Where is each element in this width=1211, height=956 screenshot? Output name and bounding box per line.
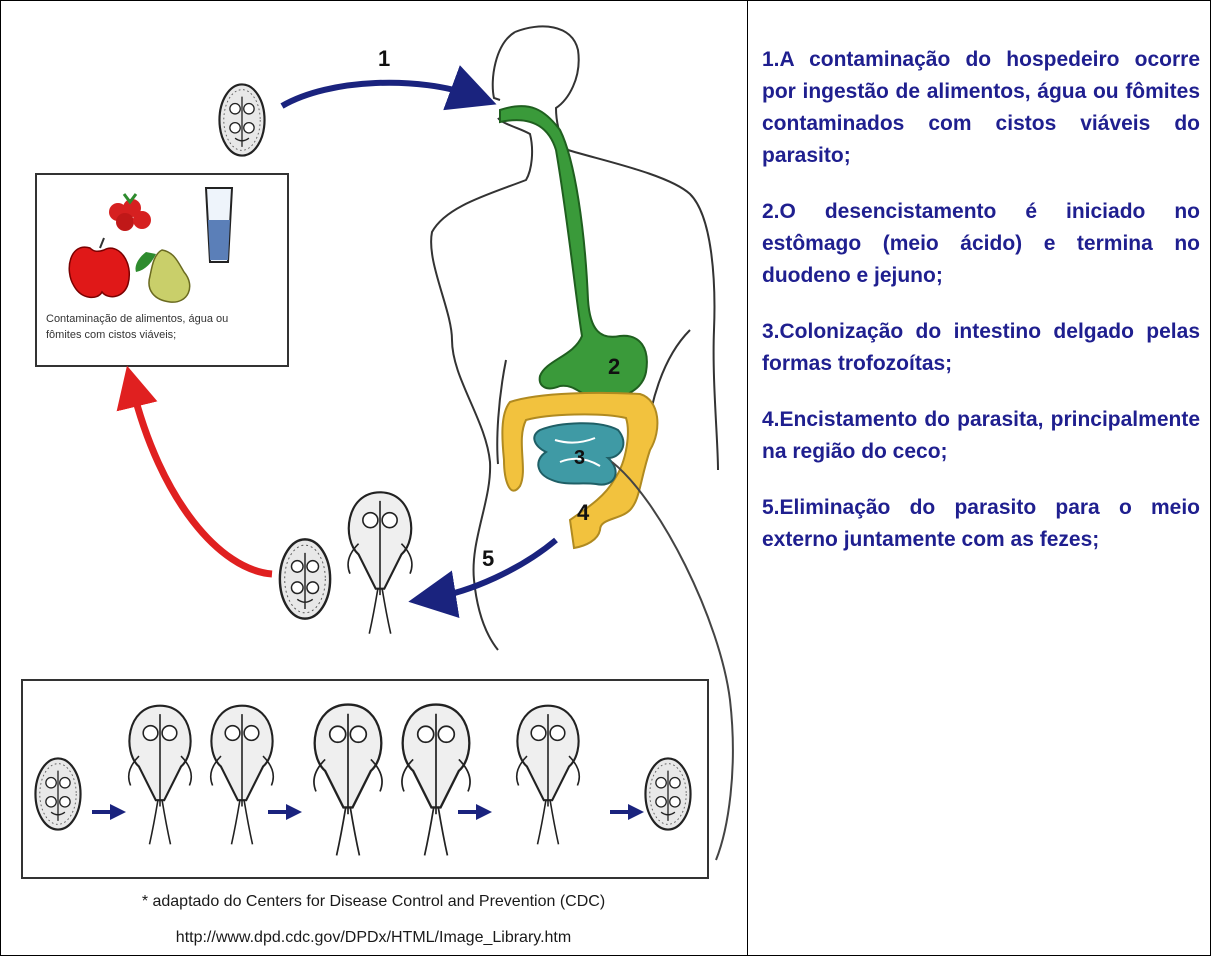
step-4: 4.Encistamento do parasita, principalmen…: [762, 404, 1200, 468]
lifecycle-panel: [22, 680, 708, 878]
label-3: 3: [574, 447, 585, 469]
label-2: 2: [608, 354, 620, 379]
cyst-icon: [219, 84, 264, 155]
step-3: 3.Colonização do intestino delgado pelas…: [762, 316, 1200, 380]
ingestion-arrow: [282, 83, 474, 106]
label-1: 1: [378, 46, 390, 71]
cyst-icon: [645, 758, 690, 829]
cyst-icon: [280, 539, 330, 618]
human-body-icon: [431, 26, 718, 650]
esophagus-stomach: [500, 106, 647, 399]
column-divider: [747, 0, 748, 956]
step-1: 1.A contaminação do hospedeiro ocorre po…: [762, 44, 1200, 172]
step-2: 2.O desencistamento é iniciado no estôma…: [762, 196, 1200, 292]
source-credit: * adaptado do Centers for Disease Contro…: [0, 893, 747, 911]
trophozoite-icon: [348, 492, 412, 633]
water-glass-icon: [206, 188, 232, 262]
source-url: http://www.dpd.cdc.gov/DPDx/HTML/Image_L…: [0, 929, 747, 947]
label-5: 5: [482, 546, 494, 571]
step-5: 5.Eliminação do parasito para o meio ext…: [762, 492, 1200, 556]
cyst-icon: [35, 758, 80, 829]
contamination-box: Contaminação de alimentos, água ou fômit…: [36, 174, 288, 366]
return-arrow: [132, 386, 272, 574]
label-4: 4: [577, 500, 590, 525]
contamination-caption-line1: Contaminação de alimentos, água ou: [46, 313, 228, 325]
contamination-caption-line2: fômites com cistos viáveis;: [46, 329, 176, 341]
lifecycle-diagram: 2 3 4 1 Contaminação de alimentos, água …: [0, 0, 747, 956]
step-list: 1.A contaminação do hospedeiro ocorre po…: [762, 44, 1200, 580]
